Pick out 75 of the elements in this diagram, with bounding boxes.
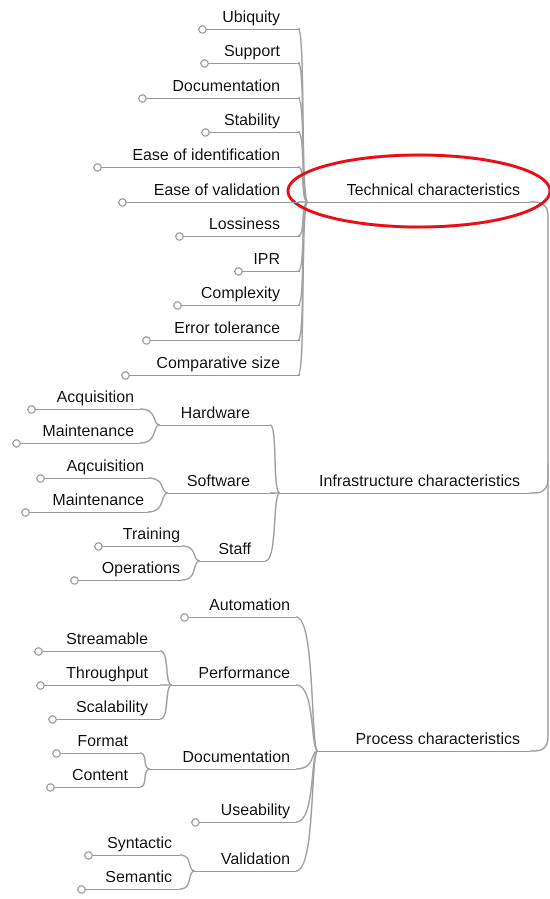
branch-node [160, 404, 270, 426]
node-label: Throughput [66, 664, 148, 684]
node-label: Process characteristics [356, 730, 520, 750]
branch-line [181, 545, 200, 562]
node-label: Semantic [105, 868, 172, 888]
branch-line [269, 492, 280, 494]
branch-line [147, 477, 168, 494]
branch-line [530, 462, 549, 752]
node-label: Software [186, 472, 250, 492]
branch-line [139, 768, 150, 788]
node-label: Stability [224, 111, 280, 131]
node-label: Documentation [182, 748, 290, 768]
node-label: IPR [253, 250, 280, 270]
branch-node [318, 730, 530, 752]
node-label: Ease of validation [154, 181, 280, 201]
node-label: Support [224, 42, 280, 62]
node-label: Automation [209, 596, 290, 616]
branch-node [200, 540, 265, 562]
branch-line [139, 424, 160, 444]
branch-line [297, 166, 308, 203]
node-label: Comparative size [156, 354, 280, 374]
node-label: Content [72, 766, 128, 786]
node-label: Aqcuisition [66, 457, 144, 477]
node-label: Ease of identification [132, 146, 280, 166]
node-label: Operations [102, 559, 180, 579]
branch-line [297, 201, 308, 272]
branch-line [264, 492, 280, 562]
branch-node [308, 181, 530, 203]
node-label: Maintenance [52, 491, 144, 511]
node-label: Error tolerance [174, 319, 280, 339]
node-label: Useability [220, 801, 290, 821]
branch-line [139, 408, 160, 426]
branch-node [280, 472, 530, 494]
branch-line [147, 492, 168, 513]
node-label: Hardware [180, 404, 250, 424]
branch-line [297, 201, 308, 203]
node-label: Lossiness [208, 215, 280, 235]
node-label: Performance [198, 664, 290, 684]
node-label: Validation [220, 850, 290, 870]
node-label: Ubiquity [222, 8, 280, 28]
branch-node [150, 748, 296, 770]
branch-line [159, 684, 172, 720]
branch-line [159, 684, 172, 686]
branch-line [139, 752, 150, 770]
branch-line [297, 28, 309, 202]
branch-line [159, 650, 172, 686]
branch-line [181, 560, 200, 581]
branch-node [168, 472, 275, 494]
branch-line [295, 750, 318, 770]
node-label: Infrastructure characteristics [319, 472, 520, 492]
branch-line [295, 750, 319, 872]
node-label: Scalability [76, 698, 148, 718]
branch-line [297, 202, 309, 376]
branch-node [172, 664, 296, 686]
node-label: Maintenance [42, 422, 134, 442]
node-label: Acquisition [56, 388, 134, 408]
branch-line [295, 616, 319, 752]
branch-line [179, 854, 196, 872]
branch-line [297, 62, 309, 202]
node-label: Streamable [66, 630, 148, 650]
branch-line [179, 870, 196, 890]
branch-line [269, 424, 280, 494]
node-label: Syntactic [107, 834, 172, 854]
branch-line [530, 201, 549, 462]
node-label: Staff [218, 540, 251, 560]
node-label: Complexity [200, 284, 280, 304]
branch-line [295, 750, 318, 823]
branch-node [195, 850, 296, 872]
node-label: Documentation [172, 77, 280, 97]
node-label: Training [122, 525, 180, 545]
branch-line [297, 202, 309, 341]
branch-line [297, 201, 308, 237]
branch-line [295, 684, 318, 752]
node-label: Technical characteristics [346, 181, 520, 201]
node-label: Format [77, 732, 128, 752]
